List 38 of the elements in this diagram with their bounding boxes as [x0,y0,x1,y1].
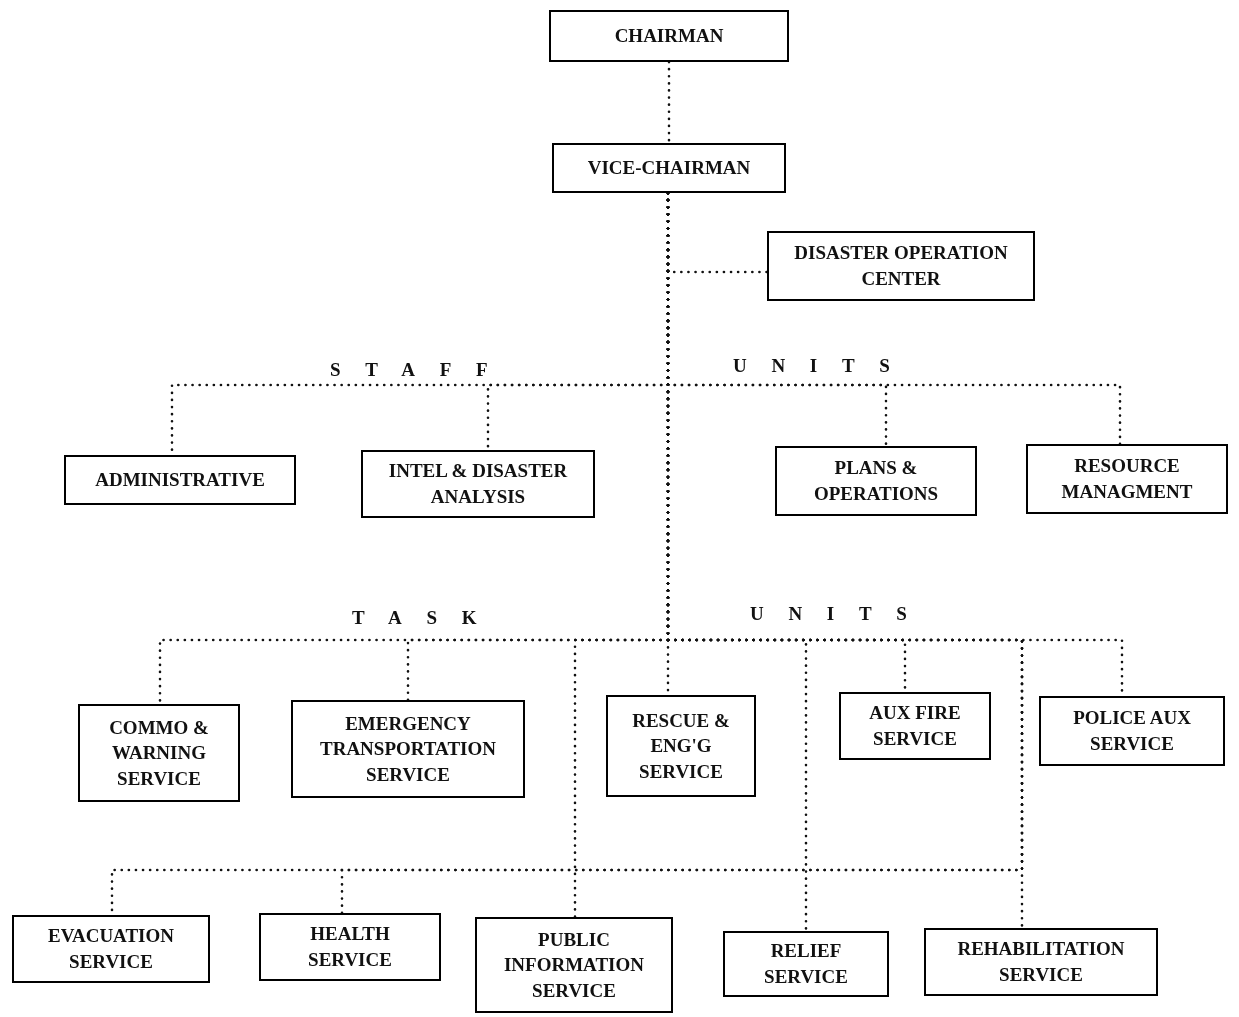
org-box [549,10,789,62]
org-box [475,917,673,1013]
group-heading: STAFF [330,360,514,379]
group-heading: TASK [352,608,503,627]
org-box [839,692,991,760]
group-heading: UNITS [733,356,916,375]
box-label: RESOURCE MANAGMENT [1060,454,1194,504]
box-label: EVACUATION SERVICE [47,924,175,974]
org-box [259,913,441,981]
org-box [552,143,786,193]
org-box [606,695,756,797]
org-box [767,231,1035,301]
org-box [12,915,210,983]
org-box [291,700,525,798]
org-box [1039,696,1225,766]
box-label: INTEL & DISASTER ANALYSIS [387,459,569,509]
box-label: AUX FIRE SERVICE [868,701,962,751]
org-box [723,931,889,997]
org-box [78,704,240,802]
org-box [361,450,595,518]
box-label: COMMO & WARNING SERVICE [108,715,210,791]
box-label: EMERGENCY TRANSPORTATION SERVICE [319,711,497,787]
box-label: DISASTER OPERATION CENTER [793,241,1009,291]
org-box [1026,444,1228,514]
org-box [924,928,1158,996]
org-box [64,455,296,505]
box-label: RELIEF SERVICE [763,939,849,989]
box-label: VICE-CHAIRMAN [587,156,751,181]
box-label: ADMINISTRATIVE [95,468,265,493]
group-heading: UNITS [750,604,933,623]
box-label: CHAIRMAN [614,24,724,49]
org-box [775,446,977,516]
box-label: PUBLIC INFORMATION SERVICE [502,927,645,1003]
box-label: REHABILITATION SERVICE [956,937,1126,987]
box-label: POLICE AUX SERVICE [1072,706,1192,756]
box-label: PLANS & OPERATIONS [812,456,940,506]
box-label: HEALTH SERVICE [307,922,393,972]
box-label: RESCUE & ENG'G SERVICE [631,708,731,784]
